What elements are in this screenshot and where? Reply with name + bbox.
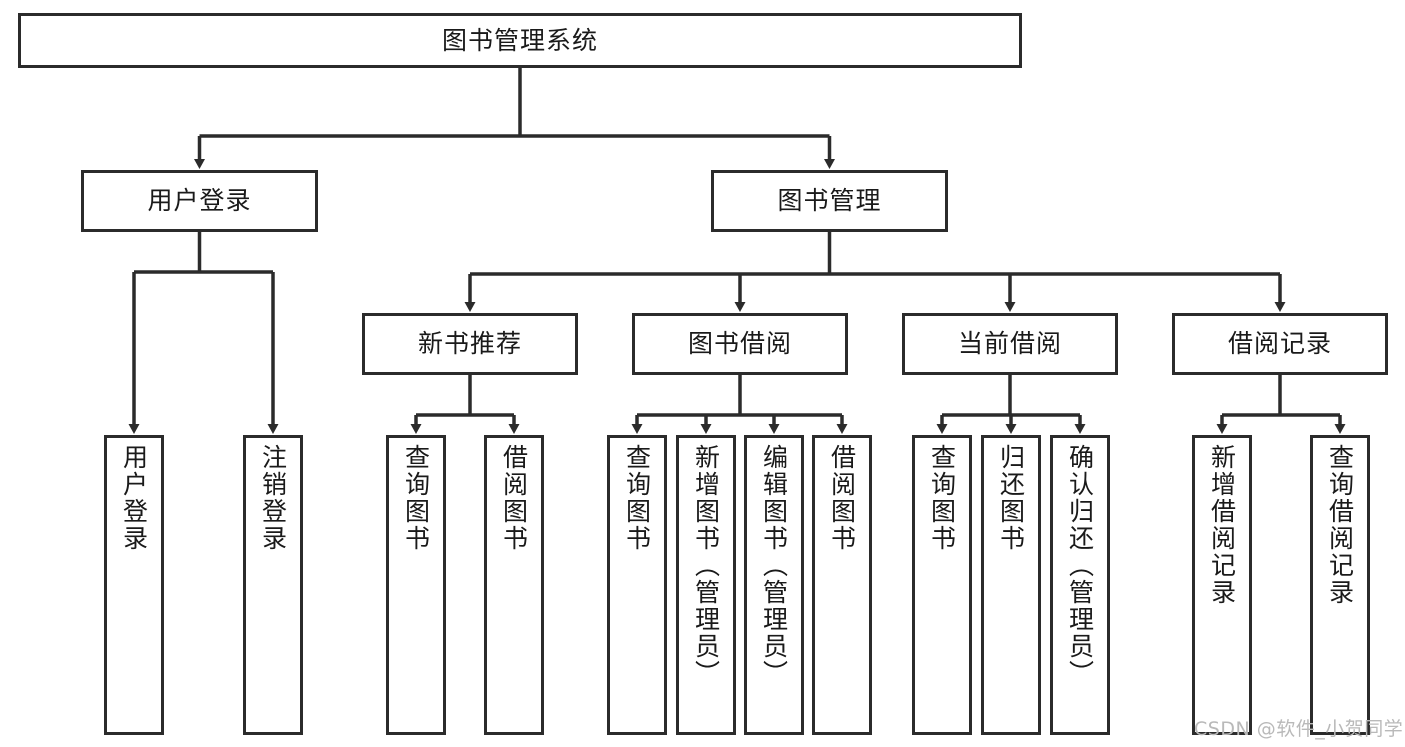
- node-label: 确认归还（管理员）: [1065, 444, 1095, 687]
- node-leaf-add-book-admin[interactable]: 新增图书（管理员）: [676, 435, 736, 735]
- node-label: 新书推荐: [417, 329, 522, 359]
- csdn-watermark: CSDN @软件_小贺同学: [1194, 718, 1404, 740]
- node-label: 图书借阅: [687, 329, 792, 359]
- node-leaf-cur-query-book[interactable]: 查询图书: [912, 435, 972, 735]
- node-borrow-record[interactable]: 借阅记录: [1172, 313, 1388, 375]
- node-leaf-return-book[interactable]: 归还图书: [981, 435, 1041, 735]
- node-leaf-logout[interactable]: 注销登录: [243, 435, 303, 735]
- node-label: 查询图书: [927, 444, 957, 552]
- node-label: 图书管理系统: [441, 25, 598, 55]
- node-leaf-rec-query-book[interactable]: 查询图书: [386, 435, 446, 735]
- node-leaf-borrow-book[interactable]: 借阅图书: [812, 435, 872, 735]
- node-leaf-rec-borrow-book[interactable]: 借阅图书: [484, 435, 544, 735]
- node-book-manage[interactable]: 图书管理: [711, 170, 948, 232]
- node-book-borrow[interactable]: 图书借阅: [632, 313, 848, 375]
- node-leaf-query-borrow-record[interactable]: 查询借阅记录: [1310, 435, 1370, 735]
- node-label: 新增借阅记录: [1207, 444, 1237, 606]
- node-label: 查询图书: [622, 444, 652, 552]
- node-label: 借阅图书: [499, 444, 529, 552]
- node-label: 图书管理: [777, 186, 882, 216]
- node-label: 新增图书（管理员）: [691, 444, 721, 687]
- node-leaf-user-login[interactable]: 用户登录: [104, 435, 164, 735]
- node-user-login[interactable]: 用户登录: [81, 170, 318, 232]
- node-label: 注销登录: [258, 444, 288, 552]
- node-leaf-edit-book-admin[interactable]: 编辑图书（管理员）: [744, 435, 804, 735]
- node-label: 用户登录: [119, 444, 149, 552]
- node-leaf-add-borrow-record[interactable]: 新增借阅记录: [1192, 435, 1252, 735]
- node-current-borrow[interactable]: 当前借阅: [902, 313, 1118, 375]
- node-label: 归还图书: [996, 444, 1026, 552]
- node-label: 查询借阅记录: [1325, 444, 1355, 606]
- node-root[interactable]: 图书管理系统: [18, 13, 1022, 68]
- node-label: 用户登录: [147, 186, 252, 216]
- node-new-book-rec[interactable]: 新书推荐: [362, 313, 578, 375]
- node-leaf-borrow-query-book[interactable]: 查询图书: [607, 435, 667, 735]
- node-leaf-confirm-return-admin[interactable]: 确认归还（管理员）: [1050, 435, 1110, 735]
- node-label: 当前借阅: [957, 329, 1062, 359]
- node-label: 借阅图书: [827, 444, 857, 552]
- node-label: 借阅记录: [1227, 329, 1332, 359]
- node-label: 查询图书: [401, 444, 431, 552]
- node-label: 编辑图书（管理员）: [759, 444, 789, 687]
